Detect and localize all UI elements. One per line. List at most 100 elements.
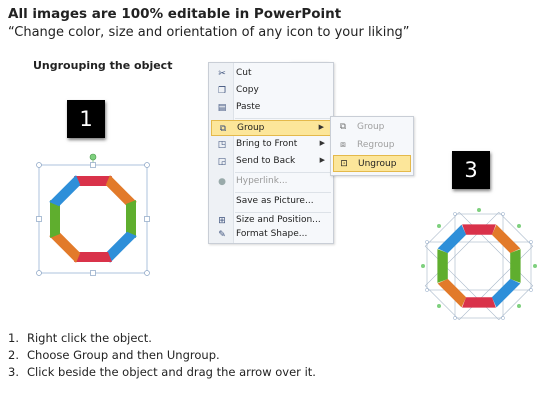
- submenu-item-label: Regroup: [357, 140, 395, 150]
- submenu-arrow-icon: ▶: [319, 156, 325, 164]
- menu-separator: [235, 172, 331, 173]
- piece-top-red[interactable]: [462, 224, 496, 235]
- handle[interactable]: [453, 212, 457, 216]
- resize-handle-bl[interactable]: [36, 270, 42, 276]
- menu-separator: [235, 118, 331, 119]
- menu-separator: [235, 212, 331, 213]
- resize-handle-l[interactable]: [36, 216, 42, 222]
- piece-right-green[interactable]: [510, 249, 521, 283]
- menu-item-label: Cut: [236, 68, 252, 78]
- submenu-item-label: Ungroup: [358, 159, 397, 169]
- menu-item-send-to-back[interactable]: ◲ Send to Back ▶: [211, 154, 331, 170]
- ungrouped-object[interactable]: [404, 206, 554, 320]
- submenu-item-ungroup[interactable]: ⊡ Ungroup: [333, 155, 411, 172]
- piece-left-green[interactable]: [437, 249, 448, 283]
- page-subtitle: “Change color, size and orientation of a…: [8, 25, 410, 40]
- handle[interactable]: [529, 288, 533, 292]
- format-shape-icon: ✎: [218, 230, 226, 240]
- menu-item-size-and-position[interactable]: ⊞ Size and Position...: [211, 213, 331, 229]
- menu-item-label: Size and Position...: [236, 215, 321, 225]
- menu-item-bring-to-front[interactable]: ◳ Bring to Front ▶: [211, 137, 331, 153]
- menu-item-paste[interactable]: ▤ Paste: [211, 100, 331, 116]
- rotate-handle[interactable]: [89, 153, 97, 161]
- segment-bottomright-blue: [105, 231, 137, 263]
- menu-item-label: Save as Picture...: [236, 196, 314, 206]
- submenu-item-regroup[interactable]: ⧈ Regroup: [333, 137, 411, 154]
- group-icon: ⧉: [339, 122, 347, 132]
- resize-handle-br[interactable]: [144, 270, 150, 276]
- rotate-handle[interactable]: [517, 304, 521, 308]
- piece-frame: [454, 213, 504, 243]
- instruction-item: 1.Right click the object.: [8, 331, 316, 348]
- piece-bottomleft-orange[interactable]: [437, 276, 469, 308]
- instruction-text: Click beside the object and drag the arr…: [27, 365, 316, 379]
- segment-left-green: [50, 200, 60, 238]
- rotate-handle[interactable]: [437, 224, 441, 228]
- piece-bottomright-blue[interactable]: [489, 276, 521, 308]
- piece-frame: [424, 211, 480, 267]
- resize-handle-r[interactable]: [144, 216, 150, 222]
- resize-handle-t[interactable]: [90, 162, 96, 168]
- piece-frame: [454, 289, 504, 319]
- menu-icon-gutter: [209, 63, 234, 243]
- piece-frame: [502, 241, 532, 291]
- hyperlink-icon: ●: [218, 177, 226, 187]
- menu-item-label: Format Shape...: [236, 229, 308, 239]
- submenu-item-label: Group: [357, 122, 385, 132]
- size-position-icon: ⊞: [218, 216, 226, 226]
- context-menu: ✂ Cut ❐ Copy ▤ Paste ⧉ Group ▶ ◳ Bring t…: [208, 62, 334, 244]
- rotate-handle[interactable]: [437, 304, 441, 308]
- instruction-number: 3.: [8, 365, 19, 379]
- instruction-item: 2.Choose Group and then Ungroup.: [8, 348, 316, 365]
- instruction-item: 3. Click beside the object and drag the a…: [8, 365, 316, 382]
- piece-bottom-red[interactable]: [462, 297, 496, 308]
- rotate-handle[interactable]: [517, 224, 521, 228]
- menu-item-label: Copy: [236, 85, 259, 95]
- segment-bottom-red: [74, 252, 112, 262]
- rotate-handle[interactable]: [421, 264, 425, 268]
- menu-item-label: Group: [237, 123, 265, 133]
- step-1-badge: 1: [67, 100, 105, 138]
- menu-separator: [235, 192, 331, 193]
- resize-handle-b[interactable]: [90, 270, 96, 276]
- group-icon: ⧉: [219, 124, 227, 134]
- menu-item-group[interactable]: ⧉ Group ▶: [211, 120, 331, 136]
- handle[interactable]: [501, 316, 505, 320]
- menu-item-format-shape[interactable]: ✎ Format Shape...: [211, 227, 331, 243]
- handle[interactable]: [453, 316, 457, 320]
- section-label: Ungrouping the object: [33, 59, 173, 72]
- scissors-icon: ✂: [218, 69, 226, 79]
- menu-item-hyperlink[interactable]: ● Hyperlink...: [211, 174, 331, 190]
- resize-handle-tr[interactable]: [144, 162, 150, 168]
- piece-frame: [424, 265, 480, 320]
- paste-icon: ▤: [217, 103, 227, 113]
- grouped-object[interactable]: [30, 153, 156, 278]
- page-title: All images are 100% editable in PowerPoi…: [8, 6, 342, 22]
- handle[interactable]: [501, 212, 505, 216]
- bring-front-icon: ◳: [217, 140, 227, 150]
- picture-icon: [215, 195, 229, 209]
- segment-top-red: [74, 176, 112, 186]
- submenu-item-group[interactable]: ⧉ Group: [333, 119, 411, 136]
- handle[interactable]: [529, 240, 533, 244]
- handle[interactable]: [425, 288, 429, 292]
- piece-frame: [478, 265, 534, 320]
- rotate-handle[interactable]: [477, 208, 481, 212]
- piece-frame: [426, 241, 456, 291]
- resize-handle-tl[interactable]: [36, 162, 42, 168]
- piece-topleft-blue[interactable]: [437, 224, 469, 256]
- menu-item-save-as-picture[interactable]: Save as Picture...: [211, 194, 331, 210]
- piece-topright-orange[interactable]: [489, 224, 521, 256]
- instructions-list: 1.Right click the object. 2.Choose Group…: [8, 331, 316, 382]
- menu-item-cut[interactable]: ✂ Cut: [211, 66, 331, 82]
- rotate-handle[interactable]: [533, 264, 537, 268]
- segment-right-green: [126, 200, 136, 238]
- segment-topleft-blue: [49, 175, 81, 207]
- send-back-icon: ◲: [217, 157, 227, 167]
- instruction-text: Choose Group and then Ungroup.: [27, 348, 220, 362]
- piece-frame: [478, 211, 534, 267]
- menu-item-copy[interactable]: ❐ Copy: [211, 83, 331, 99]
- submenu-arrow-icon: ▶: [318, 123, 324, 131]
- group-submenu: ⧉ Group ⧈ Regroup ⊡ Ungroup: [330, 116, 414, 176]
- handle[interactable]: [425, 240, 429, 244]
